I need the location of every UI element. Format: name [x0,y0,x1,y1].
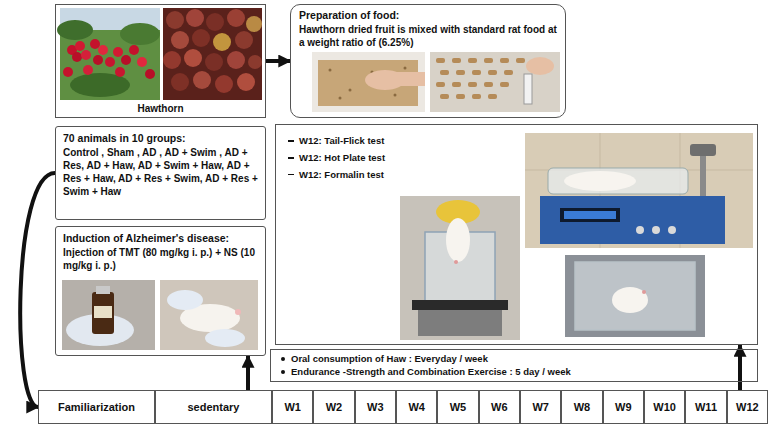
timeline-cell: W12 [727,390,768,424]
flow-arrow [20,173,55,407]
food-pellets-photo [430,52,560,112]
timeline-cell: sedentary [155,390,272,424]
timeline-label: W7 [532,401,549,413]
timeline-label: W6 [491,401,508,413]
timeline-label: sedentary [188,401,240,413]
hot-plate-photo [400,196,520,340]
box-text: Injection of TMT (80 mg/kg i. p.) + NS (… [63,247,255,271]
bullet-mark [288,140,294,142]
timeline-label: W9 [615,401,632,413]
text-line: Control , Sham , AD , AD + Swim , AD + R… [63,146,258,198]
box-text: Control , Sham , AD , AD + Swim , AD + R… [63,147,258,197]
text-line: W10 [653,401,676,413]
tail-flick-photo [525,133,753,248]
image-panel: Hawthorn [55,4,266,118]
box-text: W12: Tail-Flick test [299,135,384,147]
box-text: Endurance -Strength and Combination Exer… [291,366,571,378]
box-text: Hawthorn [137,103,183,114]
flow-arrow [246,356,250,390]
timeline-cell: W3 [355,390,396,424]
formalin-photo [565,255,705,337]
regimen-box: Oral consumption of Haw : Everyday / wee… [270,349,758,382]
text-line: W5 [450,401,467,413]
text-line: Familiarization [58,401,135,413]
box-text: W12: Hot Plate test [299,152,385,164]
test-box: W12: Tail-Flick testW12: Hot Plate testW… [275,124,758,345]
group-box: 70 animals in 10 groups: Control , Sham ,… [55,126,266,220]
food-mixing-photo [312,52,425,112]
text-line: W12: Hot Plate test [288,152,434,164]
text-line: Hawthorn [137,103,183,114]
timeline-label: W12 [736,401,759,413]
text-line: Oral consumption of Haw : Everyday / wee… [281,353,747,365]
text-line: W12 [736,401,759,413]
text-line: W6 [491,401,508,413]
text-line: W4 [408,401,425,413]
flow-arrow [738,345,742,390]
timeline-cell: W4 [396,390,437,424]
text-line: W12: Tail-Flick test [288,135,434,147]
process-box: Preparation of food: Hawthorn dried fruit… [290,4,566,118]
text-line: W1 [284,401,301,413]
timeline-label: W3 [367,401,384,413]
text-line: W8 [574,401,591,413]
timeline-label: W5 [450,401,467,413]
timeline-label: Familiarization [58,401,135,413]
text-line: Induction of Alzheimer's disease: [63,232,258,246]
timeline-label: W1 [284,401,301,413]
timeline-label: W8 [574,401,591,413]
box-heading: Induction of Alzheimer's disease: [63,232,229,244]
text-line: 70 animals in 10 groups: [63,132,258,146]
text-line: W3 [367,401,384,413]
timeline-cell: W6 [479,390,520,424]
timeline-label: W10 [653,401,676,413]
box-text: Hawthorn dried fruit is mixed with stand… [299,24,557,48]
text-line: sedentary [188,401,240,413]
text-line: W2 [326,401,343,413]
bullet-mark [281,357,285,361]
timeline-cell: Familiarization [38,390,155,424]
timeline-cell: W7 [520,390,561,424]
injection-rat-photo [160,280,258,350]
text-line: Injection of TMT (80 mg/kg i. p.) + NS (… [63,246,258,272]
injection-bottle-photo [62,280,155,350]
box-text: W12: Formalin test [299,169,384,181]
process-box: Induction of Alzheimer's disease: Injecti… [55,226,266,356]
text-line: Hawthorn dried fruit is mixed with stand… [299,23,557,49]
bullet-mark [288,157,294,159]
timeline-label: W4 [408,401,425,413]
bullet-mark [288,174,294,176]
flow-arrow [266,59,290,63]
text-line: Endurance -Strength and Combination Exer… [281,366,747,378]
timeline-cell: W10 [644,390,685,424]
timeline-cell: W8 [561,390,602,424]
text-line: W12: Formalin test [288,169,434,181]
box-heading: 70 animals in 10 groups: [63,132,186,144]
text-line: W7 [532,401,549,413]
timeline-cell: W1 [272,390,313,424]
timeline-cell: W2 [313,390,354,424]
dried-hawthorn-photo [163,8,262,100]
box-heading: Preparation of food: [299,9,399,21]
timeline-cell: W11 [685,390,726,424]
text-line: Preparation of food: [299,9,557,23]
timeline-label: W2 [326,401,343,413]
text-line: W11 [695,401,717,413]
timeline-cell: W9 [603,390,644,424]
text-line: W9 [615,401,632,413]
timeline-cell: W5 [437,390,478,424]
hawthorn-tree-photo [57,8,160,100]
bullet-mark [281,370,285,374]
timeline-label: W11 [695,401,717,413]
box-text: Oral consumption of Haw : Everyday / wee… [291,353,488,365]
